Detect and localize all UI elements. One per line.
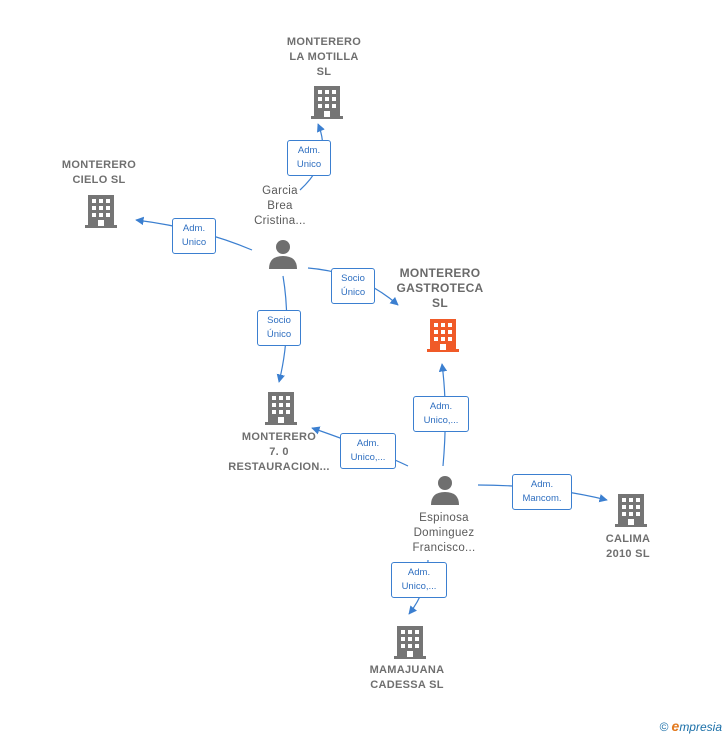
label-line: LA MOTILLA xyxy=(289,51,359,63)
edge-label-line: Socio xyxy=(341,273,365,284)
person-icon[interactable] xyxy=(429,474,461,506)
edge-label-line: Adm. xyxy=(297,145,321,156)
label-line: Garcia xyxy=(262,185,298,197)
label-line: MONTERERO xyxy=(286,36,362,48)
label-line: MAMAJUANA xyxy=(369,664,445,676)
edge-label-espinosa-mamajuana[interactable]: Adm. Unico,... xyxy=(391,562,447,598)
label-line: SL xyxy=(316,66,332,78)
edge-label-line: Adm. xyxy=(356,438,380,449)
edge-label-line: Adm. xyxy=(182,223,206,234)
building-icon[interactable] xyxy=(265,390,297,426)
edge-label-espinosa-gastroteca[interactable]: Adm. Unico,... xyxy=(413,396,469,432)
label-line: Cristina... xyxy=(254,215,306,227)
person-label-garcia: Garcia Brea Cristina... xyxy=(230,184,330,229)
edge-label-garcia-motilla[interactable]: Adm. Unico xyxy=(287,140,331,176)
company-label-mamajuana: MAMAJUANA CADESSA SL xyxy=(355,663,459,693)
label-line: MONTERERO xyxy=(399,266,481,280)
label-line: CADESSA SL xyxy=(370,679,444,691)
label-line: Brea xyxy=(267,200,293,212)
company-label-cielo: MONTERERO CIELO SL xyxy=(44,158,154,188)
edge-label-line: Unico,... xyxy=(423,415,459,426)
label-line: SL xyxy=(432,296,448,310)
edge-label-line: Unico,... xyxy=(350,452,386,463)
edge-label-line: Unico,... xyxy=(401,581,437,592)
brand-footer[interactable]: ©empresia xyxy=(660,718,722,734)
edge-label-line: Adm. xyxy=(407,567,431,578)
label-line: CALIMA xyxy=(605,533,651,545)
label-line: MONTERERO xyxy=(241,431,317,443)
brand-name: mpresia xyxy=(679,720,722,734)
label-line: 7. 0 xyxy=(269,446,289,458)
edge-label-garcia-restauracion[interactable]: Socio Único xyxy=(257,310,301,346)
copyright-icon: © xyxy=(659,720,669,734)
brand-initial: e xyxy=(671,718,680,734)
label-line: 2010 SL xyxy=(606,548,650,560)
company-label-motilla: MONTERERO LA MOTILLA SL xyxy=(262,35,386,80)
label-line: CIELO SL xyxy=(72,174,126,186)
label-line: MONTERERO xyxy=(61,159,137,171)
person-icon[interactable] xyxy=(267,238,299,270)
edge-label-line: Unico xyxy=(181,237,207,248)
edge-label-line: Socio xyxy=(267,315,291,326)
person-label-espinosa: Espinosa Dominguez Francisco... xyxy=(392,511,496,556)
label-line: Espinosa xyxy=(419,512,469,524)
edge-label-espinosa-calima[interactable]: Adm. Mancom. xyxy=(512,474,572,510)
edge-label-line: Único xyxy=(340,287,366,298)
edge-label-line: Adm. xyxy=(429,401,453,412)
label-line: GASTROTECA xyxy=(396,281,484,295)
company-label-calima: CALIMA 2010 SL xyxy=(590,532,666,562)
edge-label-line: Único xyxy=(266,329,292,340)
edge-label-garcia-gastroteca[interactable]: Socio Único xyxy=(331,268,375,304)
edge-label-line: Unico xyxy=(296,159,322,170)
company-label-gastroteca: MONTERERO GASTROTECA SL xyxy=(380,266,500,311)
building-icon[interactable] xyxy=(615,492,647,528)
edge-label-garcia-cielo[interactable]: Adm. Unico xyxy=(172,218,216,254)
edge-label-espinosa-restauracion[interactable]: Adm. Unico,... xyxy=(340,433,396,469)
label-line: RESTAURACION... xyxy=(228,461,330,473)
building-icon[interactable] xyxy=(311,84,343,120)
building-icon-main[interactable] xyxy=(427,317,459,353)
label-line: Dominguez xyxy=(413,527,475,539)
edge-label-line: Adm. xyxy=(530,479,554,490)
building-icon[interactable] xyxy=(85,193,117,229)
edge-label-line: Mancom. xyxy=(522,493,562,504)
building-icon[interactable] xyxy=(394,624,426,660)
label-line: Francisco... xyxy=(412,542,476,554)
company-label-restauracion: MONTERERO 7. 0 RESTAURACION... xyxy=(220,430,338,475)
